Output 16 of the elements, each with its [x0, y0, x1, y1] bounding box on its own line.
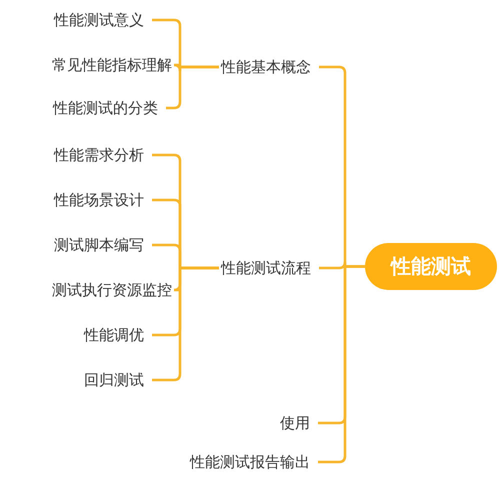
root-topic-box: 性能测试: [365, 243, 497, 290]
topic-label: 性能需求分析: [52, 145, 146, 165]
topic-label: 测试执行资源监控: [50, 280, 174, 300]
topic-label: 性能调优: [82, 325, 146, 345]
topic-label: 性能基本概念: [219, 57, 313, 77]
connector-line: [152, 266, 219, 382]
topic-label: 常见性能指标理解: [50, 55, 174, 75]
topic-label: 性能测试的分类: [51, 98, 160, 118]
topic-label: 性能测试流程: [219, 258, 313, 278]
topic-label: 性能场景设计: [52, 190, 146, 210]
topic-label: 回归测试: [82, 370, 146, 390]
topic-label: 性能测试意义: [52, 10, 146, 30]
connector-line: [318, 265, 365, 464]
topic-label: 测试脚本编写: [52, 235, 146, 255]
topic-label: 性能测试报告输出: [188, 452, 312, 472]
topic-label: 使用: [278, 413, 312, 433]
